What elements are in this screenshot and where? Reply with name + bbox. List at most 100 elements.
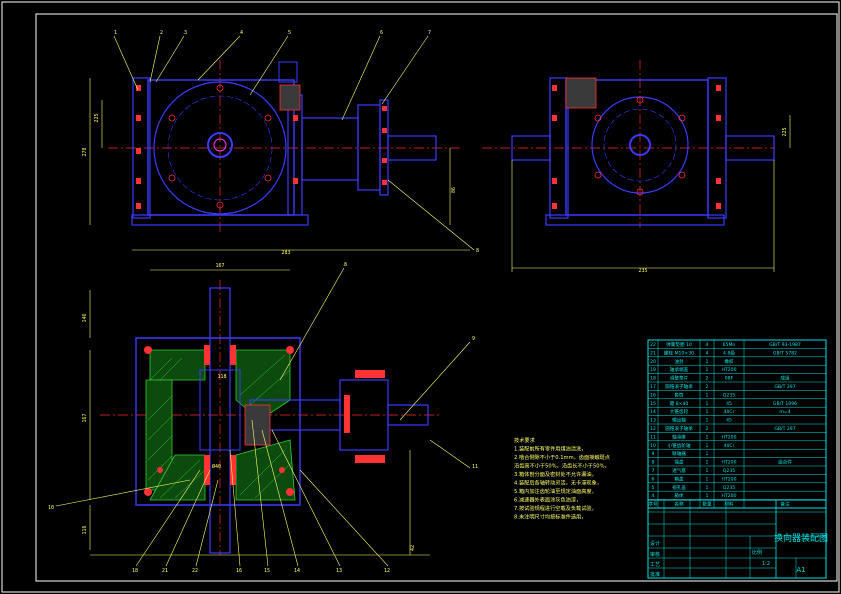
parts-table-cell: 08F [725, 376, 734, 382]
parts-table-cell: 4 [652, 493, 655, 499]
balloon-top-5: 5 [288, 30, 291, 36]
dim-section-left-top: 146 [82, 313, 88, 322]
balloon-bottom-12: 12 [384, 568, 390, 574]
note-line: 8.未注明尺寸均按标准件选用， [514, 513, 586, 521]
parts-table-cell: 箱盖 [674, 475, 684, 482]
balloon-mid-right: 8 [476, 248, 479, 254]
technical-notes: 技术要求1.装配前所有零件用煤油清洗，2.啮合侧隙不小于0.1mm，齿面接触斑点… [514, 436, 610, 521]
parts-table-cell: 21 [650, 350, 656, 356]
parts-table-cell: 小锥齿轮轴 [668, 442, 691, 449]
parts-table-cell: 1 [706, 409, 709, 415]
parts-table-cell: 1 [706, 468, 709, 474]
parts-table-header-cell: 名称 [674, 501, 684, 508]
parts-table-cell: 65Mn [723, 342, 736, 348]
parts-table-cell: 14 [650, 409, 656, 415]
note-line: 技术要求 [514, 436, 536, 444]
dim-section-width: 167 [215, 263, 224, 269]
front-view [89, 35, 475, 251]
parts-table-cell: 大锥齿轮 [670, 408, 689, 415]
title-block-check: 审核 [650, 551, 660, 558]
parts-table-cell: GB/T 1096 [773, 401, 797, 407]
parts-table-cell: 螺栓 M10×30 [664, 349, 694, 356]
parts-table-cell: 1 [706, 443, 709, 449]
title-block-process: 工艺 [650, 562, 660, 568]
balloon-bottom-16: 16 [236, 568, 242, 574]
parts-table-cell: 联轴器 [672, 450, 686, 457]
parts-table-cell: 1 [706, 392, 709, 398]
parts-table-cell: 22 [650, 342, 656, 348]
note-line: 5.箱内加注齿轮油至规定油面高度， [514, 487, 597, 495]
balloon-bottom-18: 18 [132, 568, 138, 574]
section-view [55, 267, 471, 567]
dim-side-height: 225 [782, 127, 788, 136]
parts-table-cell: 1 [706, 476, 709, 482]
balloons-bottom: 18 21 22 16 15 14 13 12 11 [132, 464, 478, 574]
balloon-section-10: 10 [48, 505, 54, 511]
balloon-top-7: 7 [428, 30, 431, 36]
parts-table-cell: 1 [706, 485, 709, 491]
dim-section-inner: 118 [217, 374, 226, 380]
balloon-bottom-14: 14 [294, 568, 300, 574]
parts-table-cell: Q235 [723, 485, 735, 491]
parts-table-cell: 4 [706, 342, 709, 348]
balloon-bottom-15: 15 [264, 568, 270, 574]
parts-table-cell: 圆锥滚子轴承 [665, 425, 693, 432]
balloon-section-8: 8 [344, 262, 347, 268]
dim-section-left-bot: 116 [82, 525, 88, 534]
parts-table-cell: HT200 [721, 476, 736, 482]
parts-table-cell: 40Cr [724, 409, 735, 415]
dim-front-sub: 225 [94, 113, 100, 122]
parts-table-cell: 45 [726, 401, 732, 407]
parts-table-cell: 1 [706, 434, 709, 440]
dim-section-left-mid: 167 [82, 413, 88, 422]
parts-table-cell: 8 [652, 460, 655, 466]
parts-table-cell: HT200 [721, 367, 736, 373]
balloon-bottom-22: 22 [192, 568, 198, 574]
parts-table-cell: 17 [650, 384, 656, 390]
parts-table-cell: 45 [726, 418, 732, 424]
parts-table-cell: 轴承座 [672, 433, 686, 440]
dim-side-width: 235 [638, 268, 647, 274]
parts-table-cell: 2 [706, 384, 709, 390]
parts-table-cell: 20 [650, 359, 656, 365]
title-block-title: 换向器装配图 [774, 532, 828, 544]
parts-table-cell: HT200 [721, 493, 736, 499]
title-block: 换向器装配图 A1 比例 1:2 设计 审核 工艺 批准 [647, 499, 828, 579]
parts-table-cell: 11 [650, 434, 656, 440]
title-block-scale: 1:2 [762, 561, 770, 567]
parts-table-cell: 橡胶 [724, 358, 734, 365]
note-line: 2.啮合侧隙不小于0.1mm，齿面接触斑点 [514, 453, 610, 461]
side-view [482, 60, 791, 272]
title-block-sheet: A1 [796, 566, 805, 574]
parts-table-cell: 40Cr [724, 443, 735, 449]
parts-table-cell: 10 [650, 443, 656, 449]
parts-table-cell: 1 [706, 460, 709, 466]
balloon-top-6: 6 [380, 30, 383, 36]
parts-table-cell: 5 [652, 485, 655, 491]
parts-table-cell: 轴承端盖 [670, 366, 689, 373]
sheet-inner-border [35, 13, 838, 582]
parts-table-header-cell: 序号 [648, 501, 658, 508]
parts-table-cell: 成组 [780, 375, 790, 382]
balloon-top-2: 2 [160, 30, 163, 36]
parts-table-cell: 输出轴 [672, 417, 686, 424]
parts-table-cell: 视孔盖 [672, 484, 686, 491]
parts-table-cell: 19 [650, 367, 656, 373]
parts-table-header-cell: 数量 [702, 501, 712, 508]
parts-table-cell: 16 [650, 392, 656, 398]
parts-table-cell: 圆锥滚子轴承 [665, 383, 693, 390]
parts-table-cell: 7 [652, 468, 655, 474]
parts-table-cell: GB/T 297 [774, 426, 795, 432]
note-line: 4.装配后各轴转动灵活，无卡滞现象， [514, 479, 602, 487]
parts-table-cell: Q235 [723, 392, 735, 398]
parts-table-cell: 1 [706, 493, 709, 499]
parts-table-cell: 12 [650, 426, 656, 432]
balloon-bottom-21: 21 [162, 568, 168, 574]
note-line: 6.减速器外表面涂灰色油漆， [514, 496, 581, 504]
parts-table-cell: 1 [706, 451, 709, 457]
title-block-approve: 批准 [650, 571, 660, 578]
balloon-top-3: 3 [184, 30, 187, 36]
parts-table-cell: 组合件 [778, 459, 792, 466]
